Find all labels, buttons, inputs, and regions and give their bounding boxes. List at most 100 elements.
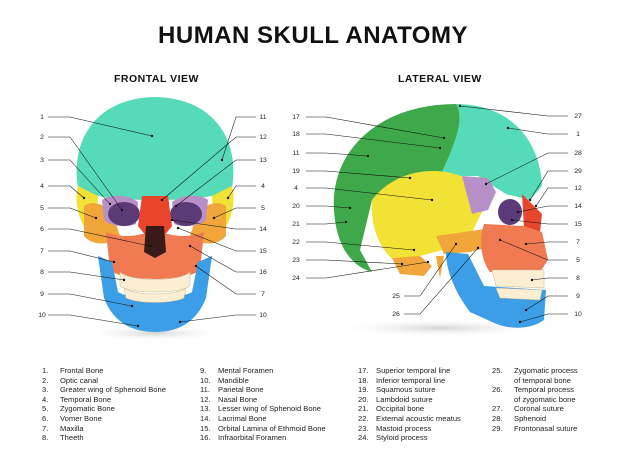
legend-item: 20.Lambdoid suture <box>358 395 461 405</box>
lateral-numbers-bottom: 25 26 <box>392 293 400 318</box>
legend-name: Infraorbital Foramen <box>218 433 287 443</box>
lateral-num-left: 21 <box>292 221 300 228</box>
lateral-numbers-left: 17 18 11 19 4 20 21 22 23 24 <box>292 114 300 282</box>
lateral-num-right: 27 <box>574 113 582 120</box>
lateral-num-left: 17 <box>292 114 300 121</box>
legend-item: 21. Occipital bone <box>358 404 461 414</box>
frontal-nasal-cavity <box>144 226 166 258</box>
lateral-num-right: 1 <box>576 131 580 138</box>
frontal-skull <box>76 97 234 341</box>
lateral-num-right: 10 <box>574 311 582 318</box>
legend-name: Temporal process <box>514 385 574 395</box>
lateral-num-right: 8 <box>576 275 580 282</box>
legend-number: 8. <box>42 433 49 443</box>
frontal-num-right: 14 <box>259 226 267 233</box>
frontal-num-right: 16 <box>259 269 267 276</box>
lateral-num-left: 20 <box>292 203 300 210</box>
frontal-num-left: 1 <box>40 114 44 121</box>
frontal-mandible <box>98 256 212 332</box>
lateral-frontal-bone <box>440 104 542 200</box>
legend-item: 23.Mastoid process <box>358 424 461 434</box>
legend-column-1: 1.Frontal Bone 2.Optic canal 3.Greater w… <box>42 366 166 443</box>
lateral-parietal-bone <box>333 104 467 272</box>
frontal-num-left: 2 <box>40 134 44 141</box>
lateral-num-left: 23 <box>292 257 300 264</box>
legend-number: 7. <box>42 423 49 433</box>
legend-item: 18.Inferior temporal line <box>358 376 461 386</box>
legend-number: 18. <box>358 375 369 385</box>
frontal-shadow <box>83 325 227 341</box>
legend-name: Styloid process <box>376 433 428 443</box>
legend-number: 14. <box>200 413 211 423</box>
legend-number: 22. <box>358 413 369 423</box>
frontal-leaders-left <box>48 116 154 328</box>
legend-column-2: 9.Mental Foramen 10.Mandible 11.Parietal… <box>200 366 326 443</box>
legend-name: Nasal Bone <box>218 394 258 404</box>
legend-name: Occipital bone <box>376 404 425 414</box>
legend-item: 8.Theeth <box>42 433 166 443</box>
frontal-num-right: 4 <box>261 183 265 190</box>
frontal-num-right: 5 <box>261 205 265 212</box>
legend-item: 17.Superior temporal line <box>358 366 461 376</box>
legend-number: 12. <box>200 394 211 404</box>
legend-item: 28.Sphenoid <box>492 414 578 424</box>
legend-item: 11.Parietal Bone <box>200 385 326 395</box>
lateral-num-right: 14 <box>574 203 582 210</box>
legend-name: Mental Foramen <box>218 366 274 375</box>
legend-item: 14.Lacrimal Bone <box>200 414 326 424</box>
frontal-num-left: 3 <box>40 157 44 164</box>
legend-number: 15. <box>200 423 211 433</box>
legend-number: 29. <box>492 423 503 433</box>
lateral-teeth-lower <box>495 287 543 301</box>
legend-number: 26. <box>492 385 503 395</box>
legend-number: 25. <box>492 366 503 375</box>
legend-item: 7. Maxilla <box>42 424 166 434</box>
frontal-num-right: 15 <box>259 248 267 255</box>
legend-item: 15.Orbital Lamina of Ethmoid Bone <box>200 424 326 434</box>
lateral-skull <box>330 104 550 337</box>
legend-name: Squamous suture <box>376 385 436 395</box>
legend-name: Temporal Bone <box>60 394 112 404</box>
frontal-num-left: 4 <box>40 183 44 190</box>
frontal-num-right: 13 <box>259 157 267 164</box>
frontal-view-label: FRONTAL VIEW <box>114 73 199 85</box>
legend-number: 3. <box>42 385 49 395</box>
frontal-num-left: 10 <box>38 312 46 319</box>
legend-number: 27. <box>492 404 503 414</box>
legend-name: Zygomatic Bone <box>60 404 115 414</box>
legend-column-4: 25. Zygomatic process of temporal bone 26… <box>492 366 578 433</box>
legend-number: 24. <box>358 433 369 443</box>
lateral-nasal-bone <box>522 194 542 232</box>
legend-number: 16. <box>200 433 211 443</box>
legend-item: 5.Zygomatic Bone <box>42 404 166 414</box>
frontal-num-right: 12 <box>259 134 267 141</box>
legend-item: 1.Frontal Bone <box>42 366 166 376</box>
legend-name: Mastoid process <box>376 423 432 433</box>
legend-name: Zygomatic process <box>514 366 578 375</box>
page-title: HUMAN SKULL ANATOMY <box>158 22 468 49</box>
frontal-num-left: 9 <box>40 291 44 298</box>
lateral-numbers-right: 27 1 28 29 12 14 15 7 5 8 9 10 <box>574 113 582 318</box>
legend-item-continuation: of temporal bone <box>492 376 578 386</box>
legend-name: Coronal suture <box>514 404 564 414</box>
frontal-leaders-right <box>160 116 256 324</box>
frontal-numbers-left: 1 2 3 4 5 6 7 8 9 10 <box>38 114 46 319</box>
legend-item-continuation: of zygomatic bone <box>492 395 578 405</box>
legend-number: 21. <box>358 404 369 414</box>
legend-item: 3.Greater wing of Sphenoid Bone <box>42 385 166 395</box>
lateral-num-left: 4 <box>294 185 298 192</box>
legend-name: Maxilla <box>60 423 84 433</box>
lateral-num-bottom: 26 <box>392 311 400 318</box>
legend-name: Optic canal <box>60 375 98 385</box>
legend-name: External acoustic meatus <box>376 413 461 423</box>
lateral-leaders-left <box>306 116 446 279</box>
legend-number: 13. <box>200 404 211 414</box>
lateral-leaders-bottom <box>404 242 480 315</box>
legend-number: 19. <box>358 385 369 395</box>
frontal-num-left: 5 <box>40 205 44 212</box>
frontal-teeth-lower <box>123 287 187 303</box>
legend-item: 13.Lesser wing of Sphenoid Bone <box>200 404 326 414</box>
lateral-num-right: 29 <box>574 168 582 175</box>
frontal-bone <box>76 97 234 200</box>
frontal-teeth-upper <box>119 271 191 293</box>
